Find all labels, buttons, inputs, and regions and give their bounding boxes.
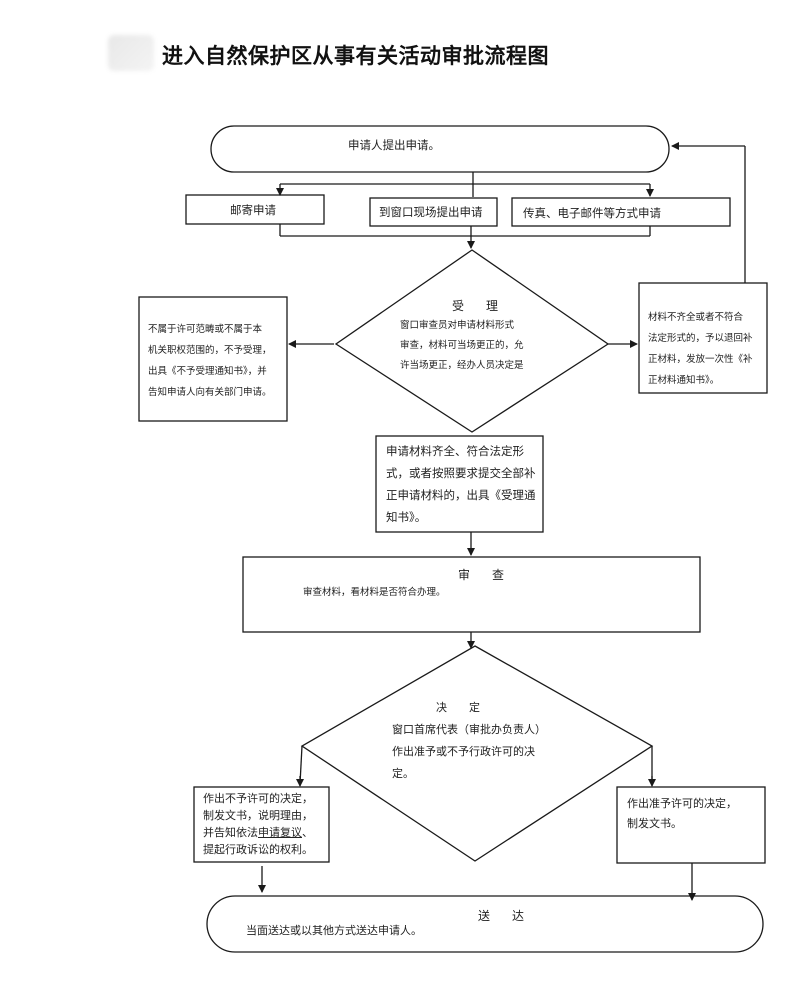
- deny-line-underlined: 申请复议: [258, 826, 302, 839]
- accepted-line: 正申请材料的，出具《受理通: [386, 488, 536, 502]
- deny-line: 作出不予许可的决定，: [203, 792, 313, 805]
- reject-line: 出具《不予受理通知书》，并: [148, 366, 267, 377]
- review-text: 审查材料，看材料是否符合办理。: [303, 587, 446, 598]
- window-box: [369, 197, 498, 227]
- review-heading: 审查: [457, 568, 526, 582]
- reject-line: 机关职权范围的，不予受理，: [148, 345, 272, 356]
- grant-line: 制发文书。: [627, 817, 682, 830]
- supplement-box: [638, 282, 768, 394]
- deny-line: 并告知依法申请复议、: [203, 824, 333, 841]
- apply-text: 申请人提出申请。: [348, 138, 440, 152]
- accepted-line: 知书》。: [386, 510, 427, 524]
- fax-text: 传真、电子邮件等方式申请: [523, 206, 661, 220]
- supplement-line: 法定形式的，予以退回补: [648, 333, 753, 344]
- deny-line: 制发文书，说明理由，: [203, 809, 313, 822]
- accept-line: 许当场更正，经办人员决定是: [400, 360, 524, 371]
- fax-box: [511, 197, 731, 227]
- deny-line: 提起行政诉讼的权利。: [203, 843, 313, 856]
- supplement-line: 正材料，发放一次性《补: [648, 354, 753, 365]
- accepted-content: 申请材料齐全、符合法定形 式，或者按照要求提交全部补 正申请材料的，出具《受理通…: [386, 440, 546, 528]
- decide-diamond: [300, 645, 654, 862]
- decide-line: 作出准予或不予行政许可的决: [392, 745, 535, 758]
- reject-line: 不属于许可范畴或不属于本: [148, 324, 263, 335]
- deny-line-post: 、: [302, 826, 313, 839]
- decide-line: 窗口首席代表（审批办负责人）: [392, 723, 546, 736]
- mail-text: 邮寄申请: [230, 203, 276, 217]
- deliver-terminator: [206, 895, 764, 953]
- decide-content: 决定 窗口首席代表（审批办负责人） 作出准予或不予行政许可的决 定。: [392, 697, 572, 785]
- window-text: 到窗口现场提出申请: [379, 205, 483, 219]
- grant-line: 作出准予许可的决定，: [627, 797, 737, 810]
- page-title: 进入自然保护区从事有关活动审批流程图: [162, 44, 549, 68]
- accept-heading: 受理: [451, 299, 520, 313]
- accepted-line: 式，或者按照要求提交全部补: [386, 466, 536, 480]
- supplement-line: 材料不齐全或者不符合: [648, 312, 744, 323]
- apply-terminator: [210, 125, 670, 173]
- accepted-box: [375, 435, 544, 533]
- accept-line: 窗口审查员对申请材料形式: [400, 320, 515, 331]
- deny-content: 作出不予许可的决定， 制发文书，说明理由， 并告知依法申请复议、 提起行政诉讼的…: [203, 790, 333, 858]
- logo-placeholder: [108, 35, 154, 71]
- accept-content: 受理 窗口审查员对申请材料形式 审查，材料可当场更正的，允 许当场更正，经办人员…: [400, 296, 550, 376]
- reject-content: 不属于许可范畴或不属于本 机关职权范围的，不予受理， 出具《不予受理通知书》，并…: [148, 319, 288, 403]
- supplement-content: 材料不齐全或者不符合 法定形式的，予以退回补 正材料，发放一次性《补 正材料通知…: [648, 307, 768, 391]
- accept-line: 审查，材料可当场更正的，允: [400, 340, 524, 351]
- deliver-heading: 送达: [477, 909, 546, 923]
- grant-content: 作出准予许可的决定， 制发文书。: [627, 794, 762, 834]
- supplement-line: 正材料通知书》。: [648, 375, 720, 386]
- deny-box: [193, 786, 330, 863]
- reject-box: [138, 296, 288, 422]
- decide-line: 定。: [392, 767, 414, 780]
- deliver-text: 当面送达或以其他方式送达申请人。: [246, 924, 422, 937]
- decide-heading: 决定: [436, 701, 502, 714]
- deny-line-pre: 并告知依法: [203, 826, 258, 839]
- accepted-line: 申请材料齐全、符合法定形: [386, 444, 524, 458]
- mail-box: [185, 194, 325, 225]
- reject-line: 告知申请人向有关部门申请。: [148, 387, 272, 398]
- accept-diamond: [334, 249, 610, 433]
- grant-box: [616, 786, 766, 864]
